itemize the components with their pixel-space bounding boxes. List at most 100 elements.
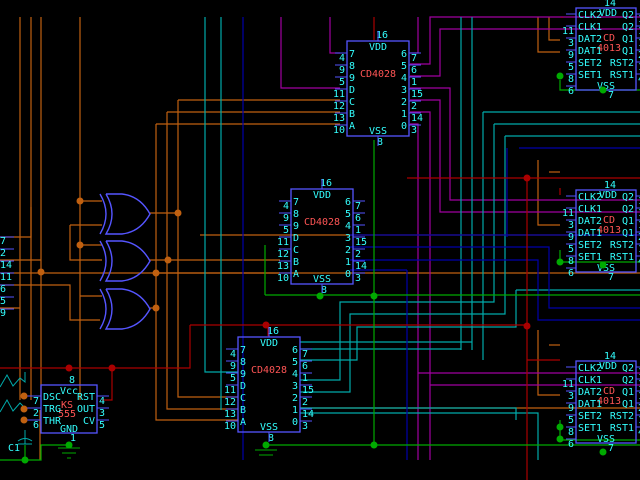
vcc-pin-number: 8 xyxy=(69,375,75,386)
pin-label: RST2 xyxy=(610,411,634,422)
pin-label: SET2 xyxy=(578,411,602,422)
junction-red xyxy=(262,321,270,329)
pin-number: 10 xyxy=(638,415,640,426)
pin-number: 2 xyxy=(411,101,417,112)
wire xyxy=(300,290,517,361)
wire xyxy=(204,17,238,373)
edge-pin-number: 6 xyxy=(0,284,6,295)
pin-label: RST1 xyxy=(610,423,634,434)
pin-label: Q1 xyxy=(622,216,634,227)
pin-number: 12 xyxy=(277,249,289,260)
pin-number: 4 xyxy=(339,53,345,64)
pin-number: 1 xyxy=(411,77,417,88)
wire xyxy=(410,16,640,65)
pin-number: 6 xyxy=(33,420,39,431)
pin-number: 2 xyxy=(638,232,640,243)
gnd-pin-number: 1 xyxy=(70,433,76,444)
edge-pin-number: 11 xyxy=(0,272,12,283)
pin-label: 9 xyxy=(293,221,299,232)
pin-label: DAT1 xyxy=(578,228,602,239)
pin-label: SET2 xyxy=(578,58,602,69)
pin-number: 11 xyxy=(562,379,574,390)
pin-number: 9 xyxy=(339,65,345,76)
pin-label: C xyxy=(349,97,355,108)
wire xyxy=(410,99,640,213)
junction-orange xyxy=(76,197,84,205)
wire xyxy=(280,17,340,89)
junction-orange xyxy=(37,268,45,276)
pin-number: 9 xyxy=(568,403,574,414)
wire xyxy=(102,368,113,401)
pin-label: A xyxy=(293,269,299,280)
edge-pin-number: 5 xyxy=(0,296,6,307)
pin-number: 8 xyxy=(568,74,574,85)
pin-label: 0 xyxy=(401,121,407,132)
vdd-pin-number: 16 xyxy=(376,30,388,41)
pin-number: 14 xyxy=(411,113,423,124)
pin-label: 0 xyxy=(292,417,298,428)
pin-number: 10 xyxy=(224,421,236,432)
junction-green xyxy=(556,423,564,431)
pin-label: 8 xyxy=(349,61,355,72)
vdd-pin-number: 16 xyxy=(267,326,279,337)
pin-number: 2 xyxy=(355,249,361,260)
chip-flipflop: VDD14VSS7CD4013CLK2CLK111DAT23DAT19SET25… xyxy=(562,180,640,283)
pin-label: 2 xyxy=(292,393,298,404)
pin-number: 2 xyxy=(638,403,640,414)
wire xyxy=(300,407,517,420)
pin-number: 11 xyxy=(333,89,345,100)
vss-label: VSS xyxy=(260,422,278,433)
pin-number: 6 xyxy=(568,268,574,279)
vss-pin-number: 8 xyxy=(321,285,327,296)
vss-label: VSS xyxy=(369,126,387,137)
wire xyxy=(0,284,100,321)
junction-orange xyxy=(20,392,28,400)
vss-pin-number: 7 xyxy=(608,272,614,283)
pin-number: 4 xyxy=(638,256,640,267)
pin-label: Q1 xyxy=(622,228,634,239)
vdd-pin-number: 14 xyxy=(604,0,616,9)
chip-name: 555 xyxy=(58,409,76,420)
chip-body xyxy=(575,360,637,444)
pin-number: 13 xyxy=(638,14,640,25)
pin-label: 3 xyxy=(292,381,298,392)
pin-label: CLK1 xyxy=(578,375,602,386)
pin-label: Q2 xyxy=(622,375,634,386)
pin-number: 5 xyxy=(283,225,289,236)
pin-number: 11 xyxy=(277,237,289,248)
pin-number: 3 xyxy=(355,273,361,284)
chip-body xyxy=(575,189,637,273)
xor-body xyxy=(104,288,151,330)
pin-label: CLK2 xyxy=(578,10,602,21)
vss-pin-number: 7 xyxy=(608,90,614,101)
junction-orange xyxy=(174,209,182,217)
pin-number: 9 xyxy=(568,50,574,61)
pin-number: 1 xyxy=(638,391,640,402)
junction-orange xyxy=(152,304,160,312)
junction-orange xyxy=(20,405,28,413)
pin-label: TRG xyxy=(43,404,61,415)
vdd-label: VDD xyxy=(260,338,278,349)
pin-number: 1 xyxy=(302,373,308,384)
pin-label: 1 xyxy=(292,405,298,416)
junction-red xyxy=(108,364,116,372)
pin-label: RST1 xyxy=(610,252,634,263)
wire xyxy=(25,444,68,461)
vss-label: VSS xyxy=(597,434,615,445)
pin-number: 9 xyxy=(283,213,289,224)
pin-number: 10 xyxy=(277,273,289,284)
wire xyxy=(166,112,238,410)
pin-number: 12 xyxy=(638,26,640,37)
wire xyxy=(350,259,640,321)
pin-number: 1 xyxy=(638,220,640,231)
xor-input-arc xyxy=(99,193,107,235)
pin-number: 2 xyxy=(638,50,640,61)
pin-label: RST2 xyxy=(610,240,634,251)
pin-number: 13 xyxy=(277,261,289,272)
pin-label: 5 xyxy=(345,209,351,220)
xor-input-arc xyxy=(99,240,107,282)
pin-number: 4 xyxy=(283,201,289,212)
pin-label: DAT2 xyxy=(578,387,602,398)
